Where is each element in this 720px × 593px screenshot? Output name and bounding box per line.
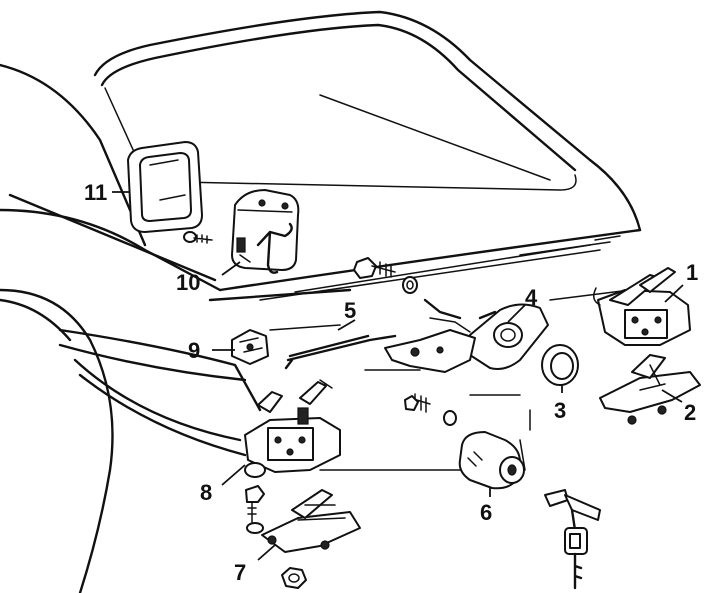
latch-assembly — [384, 298, 549, 373]
keys — [544, 489, 601, 590]
seal-ring — [541, 344, 579, 386]
callout-4: 4 — [525, 285, 538, 310]
fuel-flap-frame — [127, 141, 213, 244]
lock-cylinder — [404, 393, 525, 490]
release-rod — [284, 334, 397, 393]
leader-2 — [661, 389, 683, 403]
callout-2: 2 — [684, 400, 696, 425]
leader-8 — [221, 464, 246, 486]
leader-4 — [507, 304, 526, 323]
fuel-flap-lock — [231, 189, 300, 274]
callout-8: 8 — [200, 480, 212, 505]
callout-labels: 1 2 3 4 5 6 7 8 9 10 11 — [84, 180, 698, 585]
lock-upper — [593, 267, 691, 346]
callout-3: 3 — [554, 398, 566, 423]
callout-7: 7 — [234, 560, 246, 585]
callout-9: 9 — [188, 338, 200, 363]
leader-10 — [221, 261, 241, 276]
callout-6: 6 — [480, 500, 492, 525]
small-bracket — [231, 329, 269, 365]
callout-10: 10 — [176, 270, 200, 295]
leader-1 — [664, 284, 684, 303]
leader-lines — [112, 191, 684, 561]
leader-7 — [257, 544, 276, 561]
car-body — [0, 10, 642, 593]
callout-5: 5 — [344, 298, 356, 323]
striker-lower — [245, 485, 361, 589]
leader-5 — [337, 319, 356, 331]
bolt-upper — [353, 257, 418, 294]
striker-upper — [599, 354, 701, 425]
callout-11: 11 — [84, 180, 107, 205]
callout-1: 1 — [686, 260, 698, 285]
lock-lower — [244, 381, 341, 478]
